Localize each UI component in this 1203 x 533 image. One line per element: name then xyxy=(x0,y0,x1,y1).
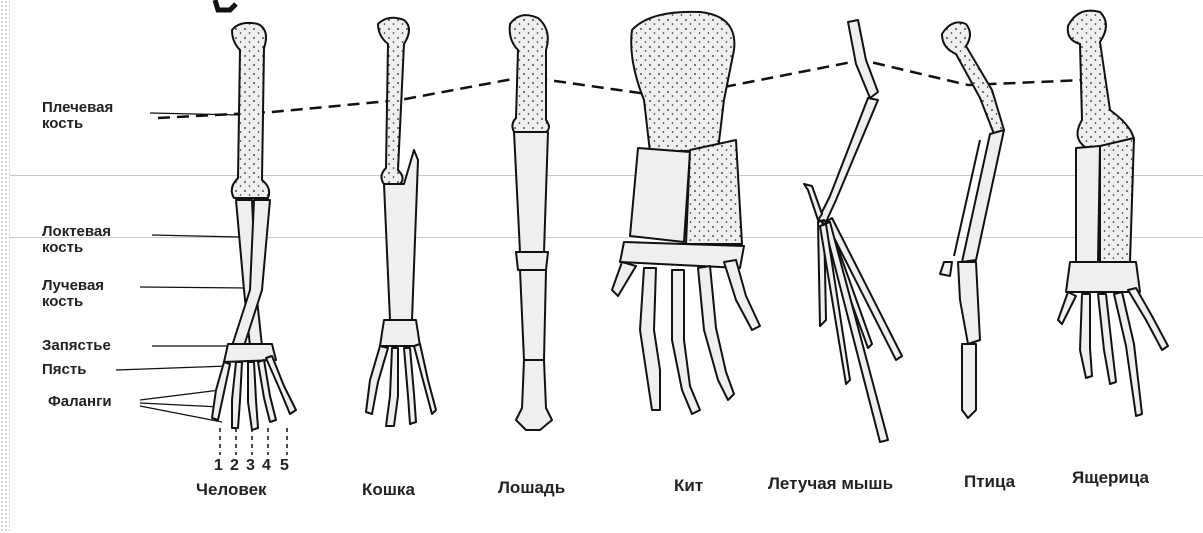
human-humerus xyxy=(232,23,269,198)
label-ulna-line1: Локтевая xyxy=(42,224,111,240)
digit-number-3: 3 xyxy=(246,457,255,475)
cat-carpus xyxy=(380,320,420,346)
label-radius-line2: кость xyxy=(42,294,104,310)
digit-number-1: 1 xyxy=(214,457,223,475)
animal-name-bat: Летучая мышь xyxy=(768,474,893,494)
digit-number-5: 5 xyxy=(280,457,289,475)
humerus-connection-dashed-line xyxy=(158,60,1085,118)
horse-radius xyxy=(514,132,548,252)
bat-wing-skeleton xyxy=(804,20,902,442)
lizard-digits xyxy=(1058,288,1168,416)
horse-carpus xyxy=(516,252,548,270)
label-phalanges: Фаланги xyxy=(48,394,112,410)
animal-name-bird: Птица xyxy=(964,472,1015,492)
bird-alula xyxy=(940,262,952,276)
horse-humerus xyxy=(510,15,549,132)
digit-number-2: 2 xyxy=(230,457,239,475)
label-humerus-line1: Плечевая xyxy=(42,100,113,116)
lizard-radius xyxy=(1100,138,1134,262)
bat-humerus xyxy=(848,20,878,98)
bird-digit xyxy=(962,344,976,418)
human-arm-skeleton xyxy=(212,23,296,430)
label-radius: Лучевая кость xyxy=(42,278,104,310)
animal-name-lizard: Ящерица xyxy=(1072,468,1149,488)
lizard-humerus xyxy=(1068,11,1134,150)
bat-radius xyxy=(818,98,878,222)
horse-leg-skeleton xyxy=(510,15,552,430)
whale-ulna xyxy=(686,140,742,244)
animal-name-human: Человек xyxy=(196,480,267,500)
bat-thumb xyxy=(804,184,822,220)
whale-humerus xyxy=(631,12,734,152)
animal-name-cat: Кошка xyxy=(362,480,415,500)
bird-carpometacarpus xyxy=(958,262,980,344)
cat-leg-skeleton xyxy=(366,18,436,426)
digit-dash-markers xyxy=(220,428,287,455)
animal-name-whale: Кит xyxy=(674,476,703,496)
label-ulna: Локтевая кость xyxy=(42,224,111,256)
label-humerus-line2: кость xyxy=(42,116,113,132)
lizard-leg-skeleton xyxy=(1058,11,1168,416)
whale-digits xyxy=(612,260,760,414)
horse-phalanges-hoof xyxy=(516,360,552,430)
label-ulna-line2: кость xyxy=(42,240,111,256)
label-metacarpus: Пясть xyxy=(42,362,86,378)
cat-digits xyxy=(366,344,436,426)
lizard-carpus xyxy=(1066,262,1140,292)
cat-humerus xyxy=(378,18,409,184)
bat-finger-bones xyxy=(818,218,902,442)
label-wrist: Запястье xyxy=(42,338,111,354)
whale-radius xyxy=(630,148,690,242)
whale-flipper-skeleton xyxy=(612,12,760,414)
bird-humerus xyxy=(942,22,1004,134)
human-fingers xyxy=(212,356,296,430)
animal-name-horse: Лошадь xyxy=(498,478,565,498)
label-humerus: Плечевая кость xyxy=(42,100,113,132)
horse-cannon-bone xyxy=(520,270,546,360)
digit-number-4: 4 xyxy=(262,457,271,475)
label-radius-line1: Лучевая xyxy=(42,278,104,294)
cropped-title-fragment xyxy=(215,0,236,10)
lizard-ulna xyxy=(1076,146,1100,264)
